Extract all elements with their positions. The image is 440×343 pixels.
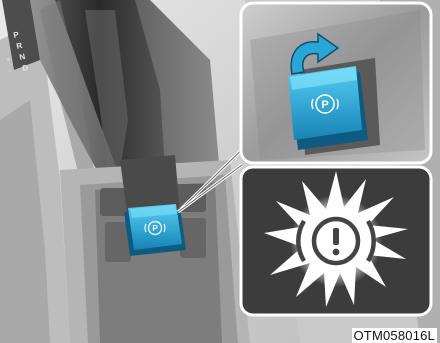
figure-code: OTM058016L (352, 328, 438, 343)
gear-letter: + (6, 57, 10, 64)
warning-light-inset (241, 167, 431, 315)
epb-switch: P (124, 204, 186, 256)
svg-text:P: P (152, 224, 158, 233)
svg-text:P: P (321, 99, 328, 111)
switch-closeup-inset: P (241, 3, 431, 163)
